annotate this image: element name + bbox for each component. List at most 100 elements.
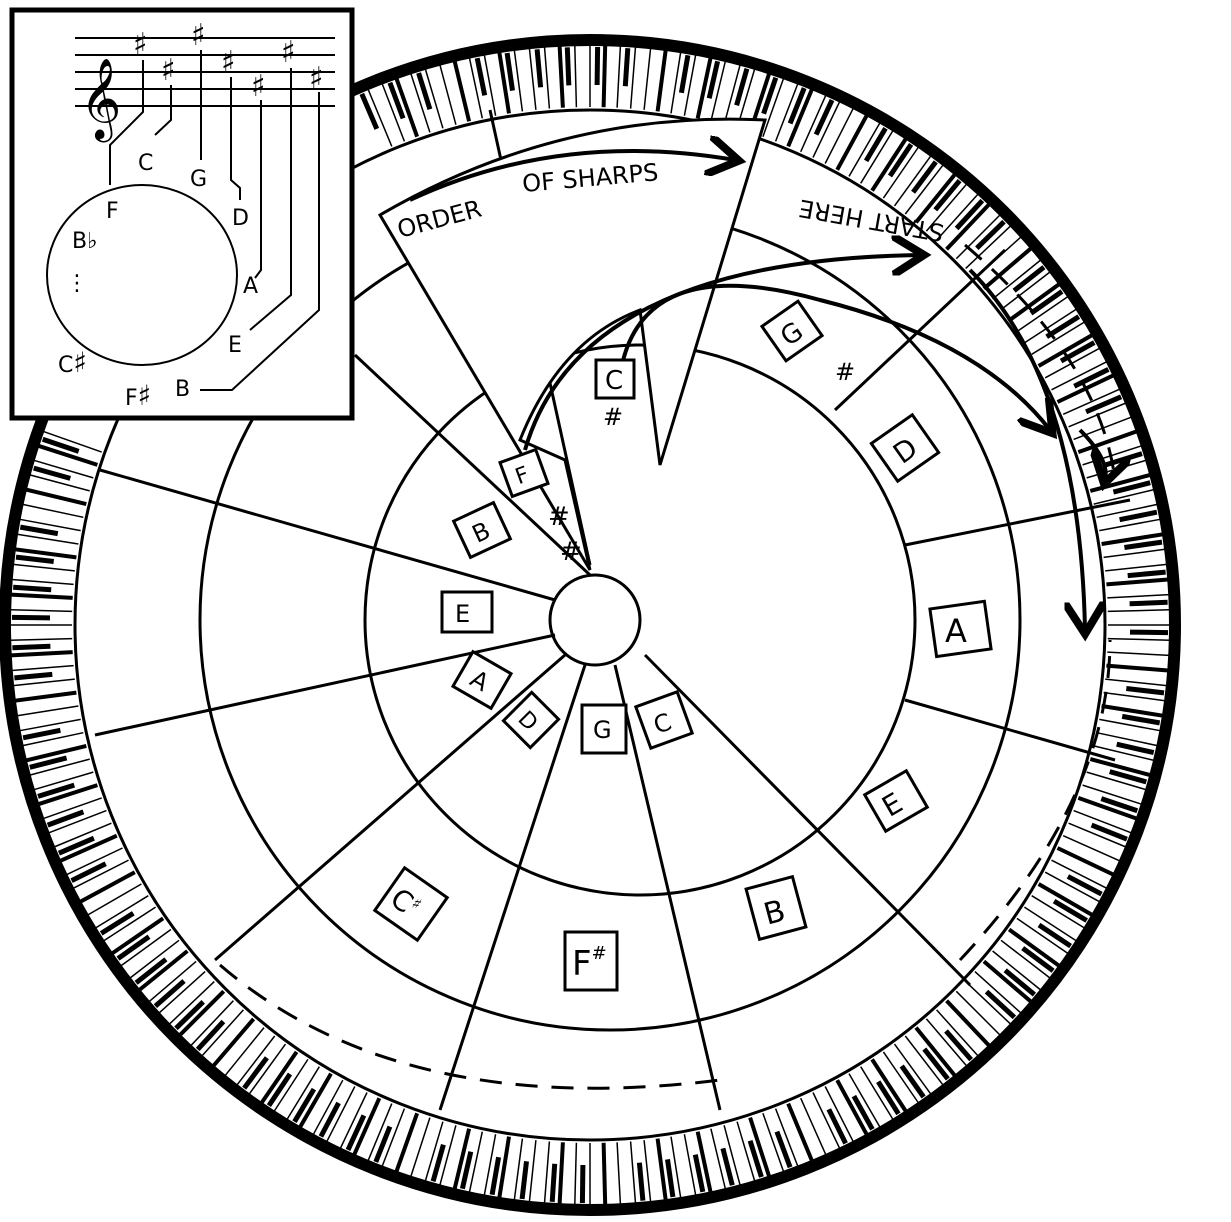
inset-letter-f: F — [106, 199, 119, 224]
keyboard-key — [604, 1143, 606, 1205]
keyboard-key — [80, 872, 135, 902]
keyboard-black-key — [1120, 512, 1157, 520]
key-f-sharp-mark: # — [592, 943, 607, 964]
keyboard-key — [17, 706, 78, 716]
keyboard-key — [993, 260, 1041, 299]
staff-sharp-c: ♯ — [161, 53, 176, 88]
keyboard-key — [837, 115, 867, 170]
keyboard-black-key — [321, 1103, 339, 1137]
keyboard-key — [658, 50, 666, 111]
keyboard-key — [17, 534, 78, 544]
keyboard-key — [1105, 564, 1167, 571]
keyboard-black-key — [902, 1066, 924, 1097]
keyboard-key — [1099, 519, 1160, 530]
keyboard-key — [13, 564, 75, 571]
keyboard-black-key — [1117, 744, 1154, 752]
keyboard-key — [23, 504, 84, 517]
keyboard-key — [1097, 733, 1158, 746]
keyboard-key — [1105, 679, 1167, 686]
staff-sharp-a: ♯ — [251, 69, 266, 104]
keyboard-key — [1104, 549, 1165, 557]
keyboard-key — [514, 50, 522, 111]
inner-key-g: G — [593, 716, 612, 744]
keyboard-key — [499, 1137, 509, 1198]
keyboard-black-key — [537, 49, 541, 87]
keyboard-key — [575, 1143, 577, 1205]
keyboard-black-key — [567, 47, 569, 85]
keyboard-key — [11, 652, 73, 655]
inset-flat-mark: ♭ — [87, 229, 97, 254]
keyboard-key — [644, 48, 651, 110]
keyboard-black-key — [14, 674, 52, 678]
keyboard-black-key — [625, 48, 628, 86]
keyboard-black-key — [582, 1165, 583, 1203]
inset-letter-b: B — [175, 377, 190, 402]
hub-sharp-1: # — [548, 502, 570, 532]
keyboard-black-key — [1014, 267, 1044, 291]
keyboard-black-key — [681, 55, 688, 93]
start-here-label: START HERE — [797, 194, 946, 247]
keyboard-black-key — [477, 58, 485, 95]
inset-letter-b-flat-letter: B — [72, 229, 87, 254]
keyboard-black-key — [20, 527, 58, 534]
inset-letter-b-flat: B♭ — [72, 229, 97, 254]
keyboard-black-key — [866, 128, 885, 161]
keyboard-key — [202, 1010, 244, 1056]
keyboard-key — [1063, 836, 1120, 861]
keyboard-black-key — [597, 47, 598, 85]
keyboard-black-key — [777, 1132, 790, 1168]
keyboard-black-key — [16, 557, 54, 561]
keyboard-key — [617, 1142, 620, 1204]
inset-letter-a: A — [243, 274, 258, 299]
keyboard-black-key — [1124, 542, 1162, 547]
keyboard-key — [469, 1132, 482, 1193]
keyboard-black-key — [913, 162, 936, 192]
keyboard-key — [966, 982, 1011, 1025]
keyboard-key — [484, 55, 495, 116]
keyboard-key — [698, 58, 711, 119]
staff-sharp-e: ♯ — [281, 35, 296, 70]
wedge-sharp: # — [603, 403, 623, 431]
keyboard-key — [604, 45, 606, 107]
keyboard-black-key — [101, 913, 133, 933]
keyboard-key — [20, 719, 81, 730]
keyboard-key — [825, 108, 853, 163]
keyboard-key — [10, 610, 72, 612]
keyboard-black-key — [695, 1155, 703, 1192]
keyboard-black-key — [1130, 602, 1168, 604]
keyboard-key — [13, 679, 75, 686]
keyboard-key — [455, 61, 470, 121]
inset-c-sharp-mark: ♯ — [73, 346, 87, 379]
keyboard-key — [658, 1139, 666, 1200]
keyboard-black-key — [668, 1159, 673, 1197]
keyboard-key — [560, 46, 563, 108]
keyboard-key — [26, 490, 86, 505]
keyboard-black-key — [1128, 572, 1166, 576]
keyboard-black-key — [507, 53, 512, 91]
keyboard-black-key — [1039, 925, 1071, 946]
keyboard-key — [1058, 848, 1114, 875]
keyboard-black-key — [816, 100, 832, 135]
keyboard-black-key — [1126, 689, 1164, 693]
hub-sharps: # # # # — [548, 358, 855, 567]
keyboard-key — [644, 1140, 651, 1202]
keyboard-key — [440, 65, 456, 125]
keyboard-black-key — [723, 1148, 732, 1185]
keyboard-black-key — [12, 646, 50, 648]
keyboard-key — [15, 693, 76, 701]
inset-letter-d: D — [232, 206, 249, 231]
treble-clef-icon: 𝄞 — [80, 57, 121, 142]
keyboard-key — [12, 666, 74, 671]
staff-sharp-f: ♯ — [133, 27, 148, 62]
keyboard-black-key — [362, 94, 377, 129]
inset-f-sharp-mark: ♯ — [138, 379, 152, 412]
keyboard-black-key — [829, 1109, 846, 1143]
keyboard-black-key — [1130, 632, 1168, 633]
keyboard-key — [560, 1142, 563, 1204]
hub-circle — [550, 575, 640, 665]
keyboard-key — [1108, 639, 1170, 641]
keyboard-black-key — [1068, 876, 1102, 894]
inset-letter-e: E — [228, 333, 242, 358]
g-sharp-mark: # — [835, 358, 855, 386]
inner-key-e: E — [455, 600, 470, 628]
